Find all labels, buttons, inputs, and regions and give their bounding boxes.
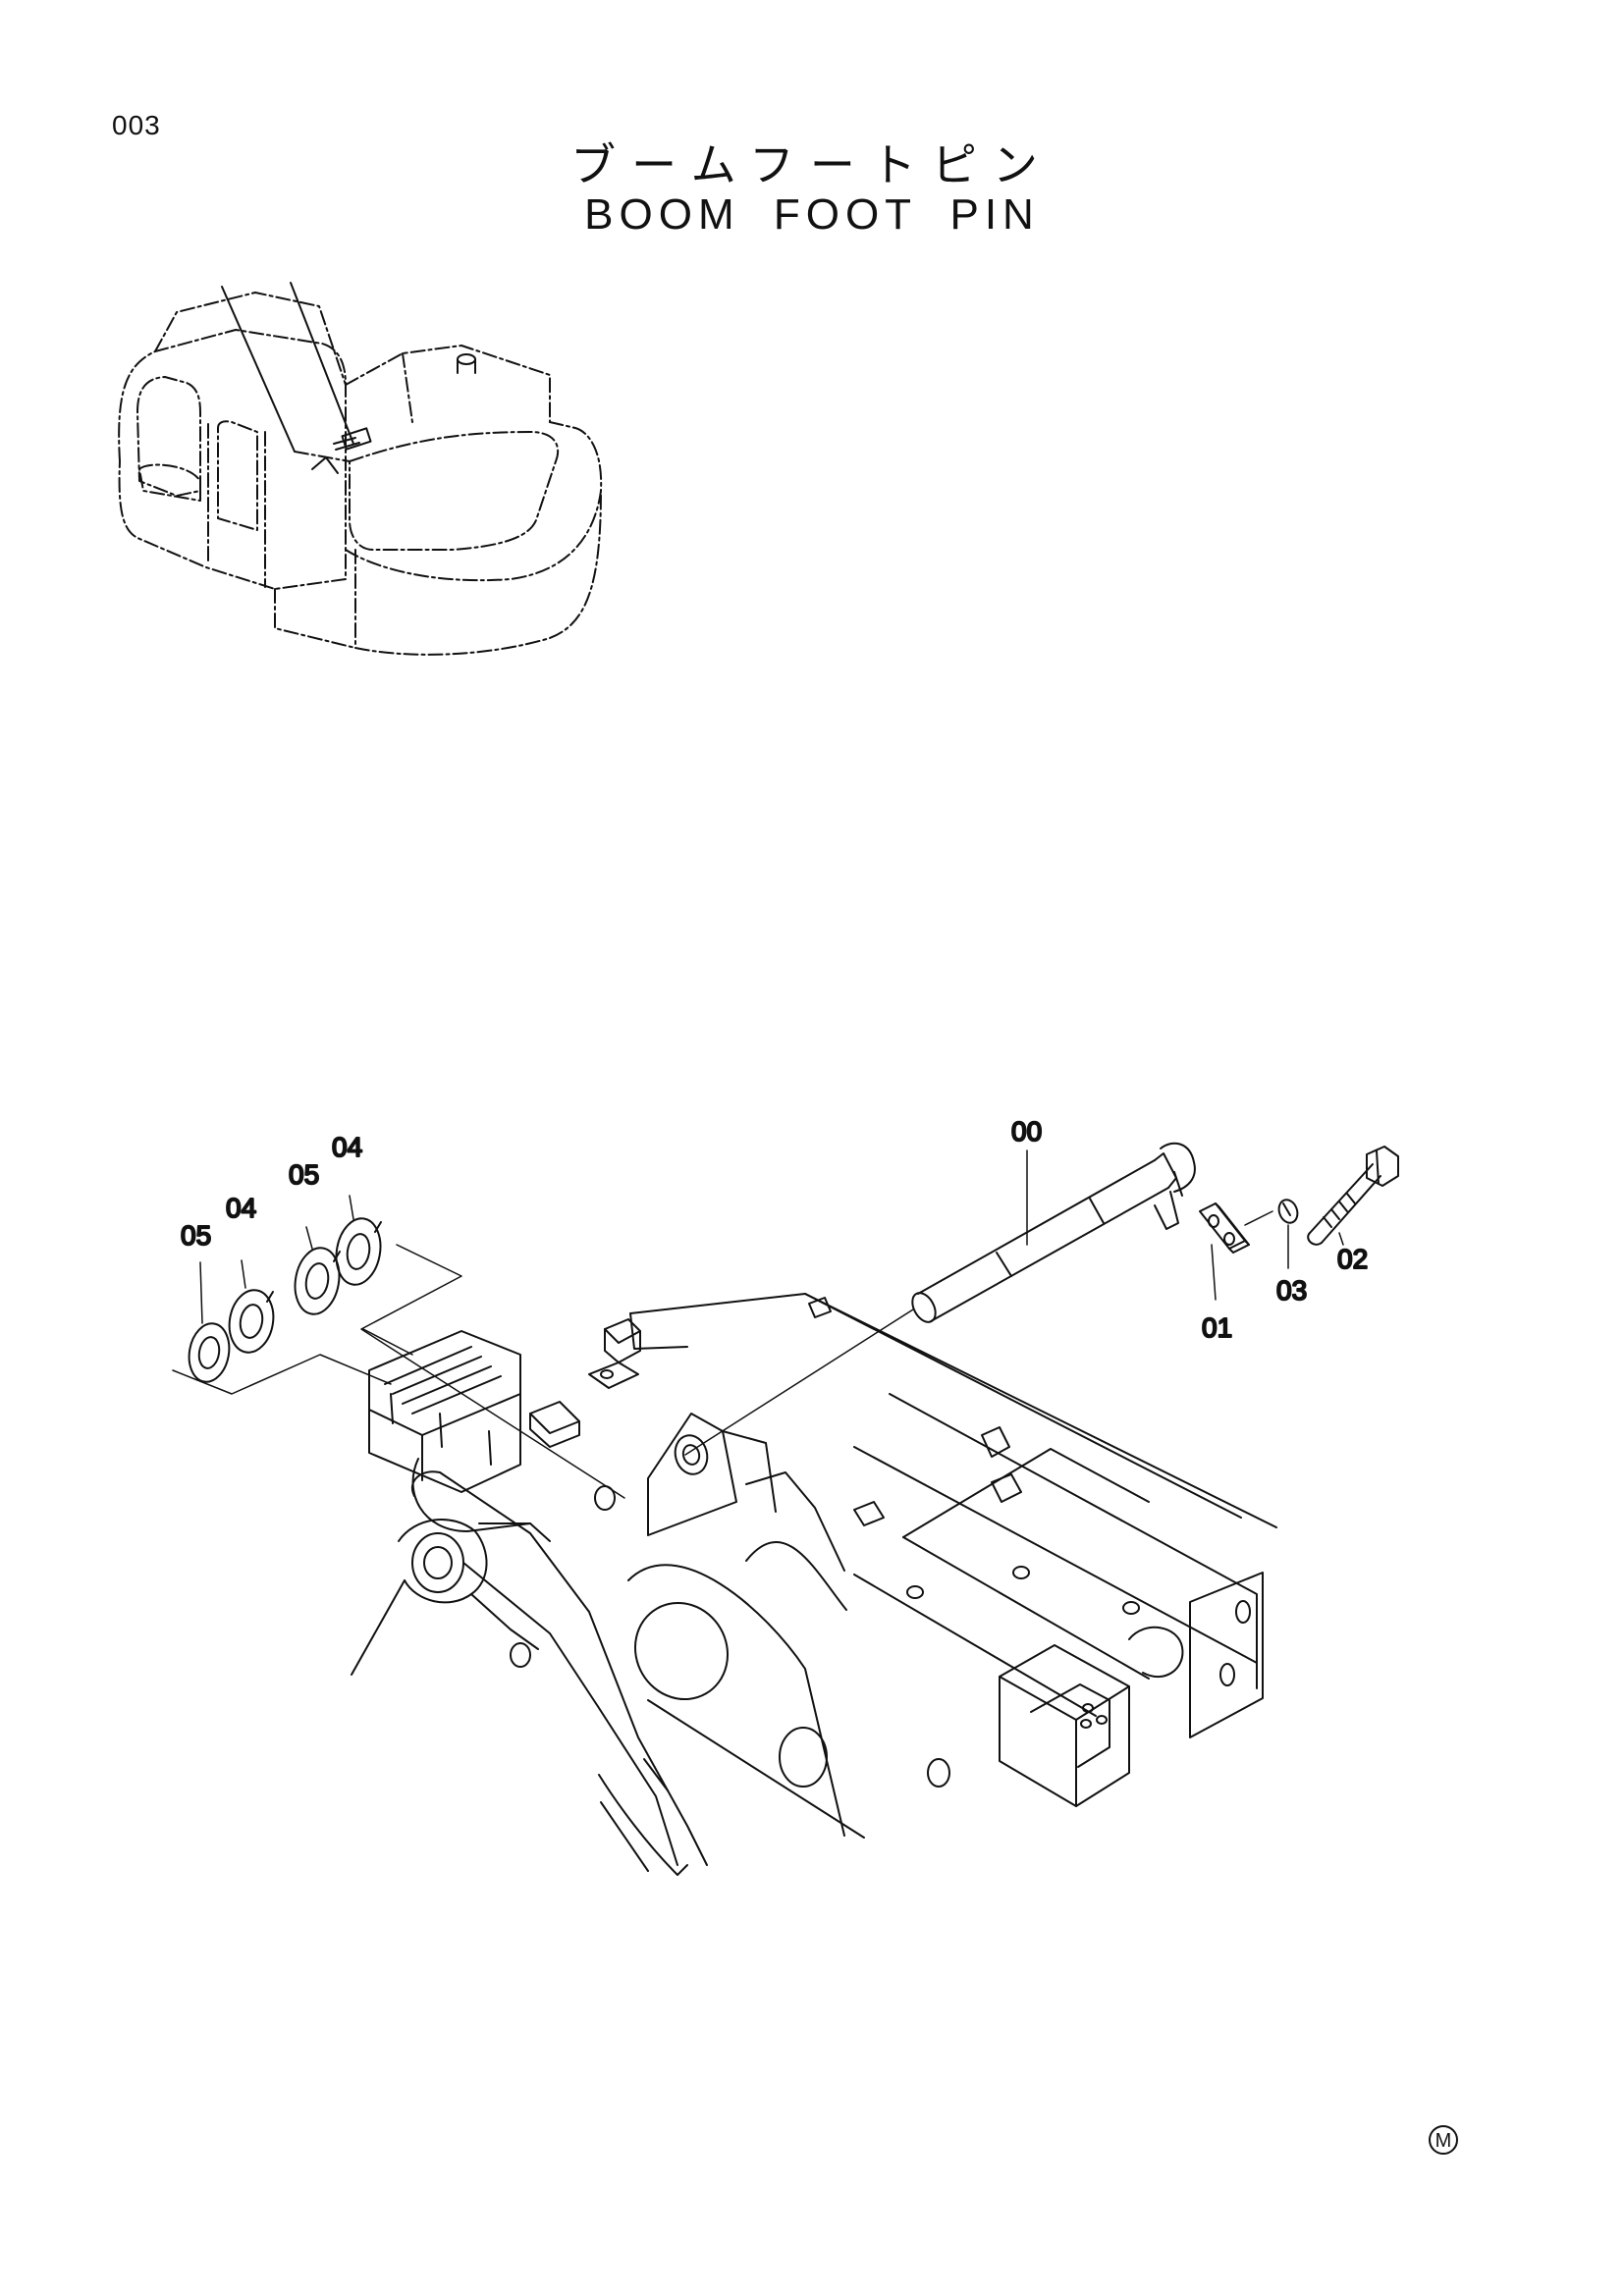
title-english: BOOM FOOT PIN bbox=[584, 190, 1040, 239]
title-japanese: ブームフートピン bbox=[570, 138, 1054, 191]
alignment-lines bbox=[172, 1244, 914, 1499]
callout-shim-b-upper: 05 bbox=[289, 1159, 319, 1190]
callout-shim-b-lower: 05 bbox=[181, 1220, 211, 1251]
spring-washer bbox=[1277, 1199, 1299, 1224]
page-number: 003 bbox=[112, 110, 161, 140]
callout-pin: 00 bbox=[1011, 1116, 1042, 1147]
callout-washer: 03 bbox=[1276, 1275, 1307, 1306]
callout-shim-a-lower: 04 bbox=[226, 1193, 256, 1223]
leader-lines bbox=[199, 1149, 1344, 1324]
corner-mark-letter: M bbox=[1435, 2130, 1452, 2152]
callout-shim-a-upper: 04 bbox=[332, 1132, 362, 1162]
corner-circled-mark: M bbox=[1429, 2125, 1458, 2155]
bolt bbox=[1307, 1146, 1399, 1246]
callout-plate: 01 bbox=[1202, 1312, 1232, 1343]
callout-bolt: 02 bbox=[1337, 1244, 1368, 1274]
lock-plate bbox=[1199, 1202, 1250, 1254]
location-sketch bbox=[118, 282, 603, 656]
shims bbox=[188, 1217, 382, 1383]
boom-foot-pin bbox=[911, 1142, 1196, 1323]
boom-foot-highlight bbox=[311, 427, 372, 474]
upper-frame bbox=[351, 1293, 1277, 1876]
